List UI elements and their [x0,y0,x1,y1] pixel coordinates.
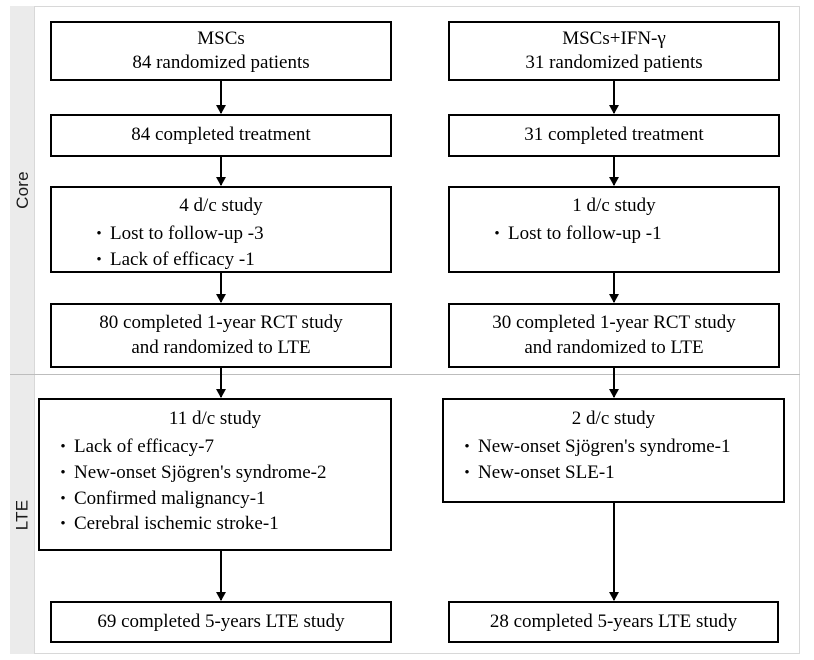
left-lte-dc-bullet-0: Lack of efficacy-7 [74,436,214,458]
left-lte-completed-text: 69 completed 5-years LTE study [97,610,345,632]
arrow-left-lte-dc-to-completed [220,551,222,600]
bullet-dot-icon: • [60,516,66,533]
list-item: • Lack of efficacy -1 [88,248,390,273]
list-item: • New-onset SLE-1 [456,461,783,486]
left-lte-dc-bullet-1: New-onset Sjögren's syndrome-2 [74,462,327,483]
list-item: • Lost to follow-up -3 [88,222,390,247]
arrow-right-dc-to-core-completed [613,273,615,302]
bullet-dot-icon: • [464,439,470,456]
phase-gutter [10,6,35,654]
bullet-dot-icon: • [464,465,470,481]
right-lte-dc-bullet-0: New-onset Sjögren's syndrome-1 [478,436,731,458]
list-item: • New-onset Sjögren's syndrome-1 [456,435,783,460]
left-lte-dc-bullet-2: Confirmed malignancy-1 [74,487,266,509]
left-core-completed-line2: and randomized to LTE [131,336,311,358]
box-right-enrollment: MSCs+IFN-γ 31 randomized patients [448,21,780,81]
box-right-core-completed: 30 completed 1-year RCT study and random… [448,303,780,368]
left-core-dc-headline: 4 d/c study [179,195,263,216]
phase-label-core-text: Core [12,171,32,209]
left-enrollment-title: MSCs [197,27,245,49]
bullet-dot-icon: • [494,226,500,243]
arrow-left-dc-to-core-completed [220,273,222,302]
left-lte-dc-headline: 11 d/c study [168,408,262,429]
phase-divider-core-lte [10,374,800,375]
right-core-completed-line2: and randomized to LTE [524,336,704,358]
phase-label-core: Core [10,6,35,374]
right-treatment-text: 31 completed treatment [524,124,704,146]
arrow-right-core-to-lte [613,368,615,397]
list-item: • Cerebral ischemic stroke-1 [52,512,390,537]
box-left-enrollment: MSCs 84 randomized patients [50,21,392,81]
right-enrollment-count: 31 randomized patients [525,52,703,73]
left-treatment-text: 84 completed treatment [131,124,311,146]
bullet-dot-icon: • [60,465,66,481]
right-core-completed-line1: 30 completed 1-year RCT study [492,312,736,334]
arrow-left-enrollment-to-treatment [220,81,222,113]
left-lte-dc-bullet-3: Cerebral ischemic stroke-1 [74,513,279,535]
right-enrollment-title: MSCs+IFN-γ [562,27,666,49]
arrow-left-treatment-to-dc [220,157,222,185]
right-core-dc-headline: 1 d/c study [572,195,656,216]
bullet-dot-icon: • [96,226,102,243]
left-core-dc-bullet-0: Lost to follow-up -3 [110,223,264,245]
arrow-right-treatment-to-dc [613,157,615,185]
right-core-dc-bullet-list: • Lost to follow-up -1 [450,221,778,248]
box-right-treatment: 31 completed treatment [448,114,780,157]
right-lte-completed-text: 28 completed 5-years LTE study [489,610,738,632]
box-left-core-discontinuation: 4 d/c study • Lost to follow-up -3 • Lac… [50,186,392,273]
bullet-dot-icon: • [60,490,66,507]
left-core-dc-bullet-list: • Lost to follow-up -3 • Lack of efficac… [52,221,390,273]
box-right-lte-completed: 28 completed 5-years LTE study [448,601,779,643]
box-left-lte-discontinuation: 11 d/c study • Lack of efficacy-7 • New-… [38,398,392,551]
right-lte-dc-headline: 2 d/c study [571,408,656,429]
arrow-right-lte-dc-to-completed [613,503,615,600]
phase-label-lte-text: LTE [12,499,32,530]
box-right-core-discontinuation: 1 d/c study • Lost to follow-up -1 [448,186,780,273]
box-right-lte-discontinuation: 2 d/c study • New-onset Sjögren's syndro… [442,398,785,503]
bullet-dot-icon: • [96,252,102,268]
bullet-dot-icon: • [60,439,66,456]
left-enrollment-count: 84 randomized patients [132,52,310,73]
right-lte-dc-bullet-1: New-onset SLE-1 [478,462,615,483]
list-item: • Lost to follow-up -1 [486,222,778,247]
list-item: • New-onset Sjögren's syndrome-2 [52,461,390,486]
arrow-left-core-to-lte [220,368,222,397]
phase-label-lte: LTE [10,375,35,654]
left-lte-dc-bullet-list: • Lack of efficacy-7 • New-onset Sjögren… [40,434,390,538]
list-item: • Confirmed malignancy-1 [52,487,390,512]
arrow-right-enrollment-to-treatment [613,81,615,113]
right-lte-dc-bullet-list: • New-onset Sjögren's syndrome-1 • New-o… [444,434,783,486]
right-core-dc-bullet-0: Lost to follow-up -1 [508,223,662,245]
box-left-lte-completed: 69 completed 5-years LTE study [50,601,392,643]
box-left-treatment: 84 completed treatment [50,114,392,157]
left-core-completed-line1: 80 completed 1-year RCT study [99,312,343,334]
box-left-core-completed: 80 completed 1-year RCT study and random… [50,303,392,368]
left-core-dc-bullet-1: Lack of efficacy -1 [110,249,255,270]
list-item: • Lack of efficacy-7 [52,435,390,460]
